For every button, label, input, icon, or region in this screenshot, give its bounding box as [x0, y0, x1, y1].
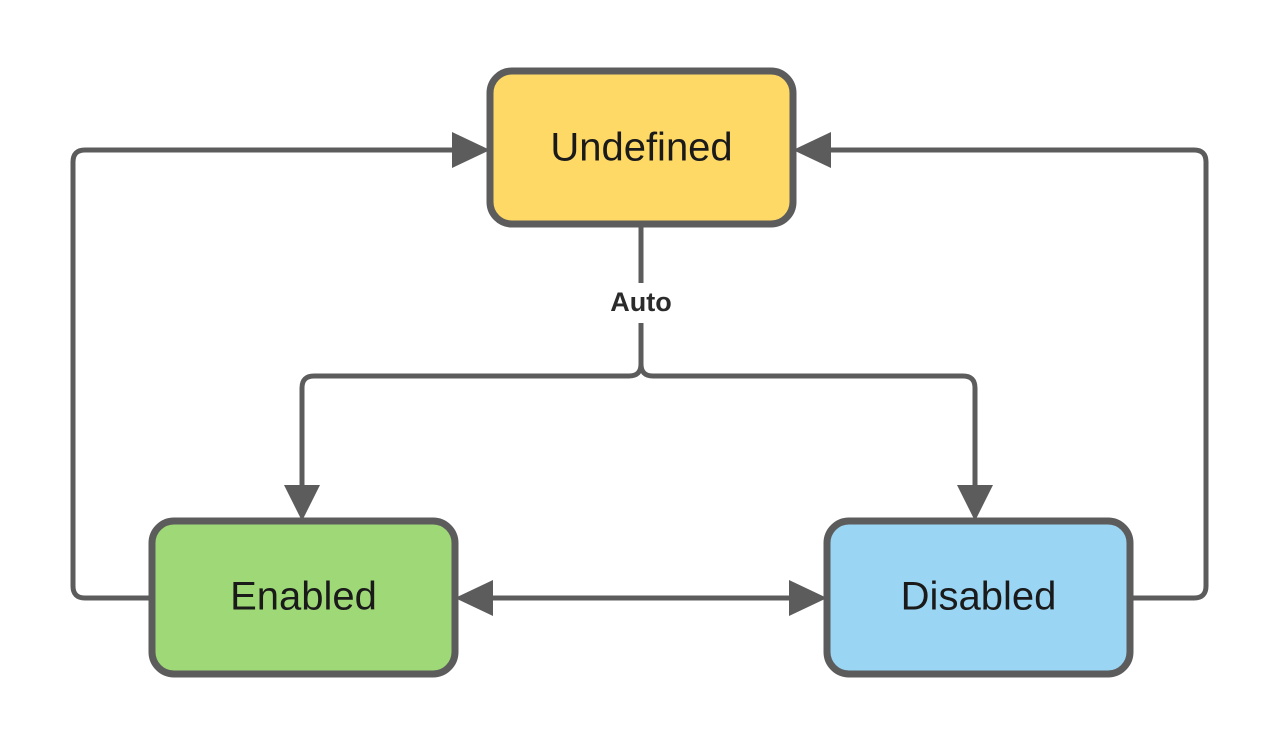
edge-enabled-to-undefined[interactable] — [70, 132, 490, 601]
edge-auto-branch-right-path — [638, 363, 978, 491]
arrowhead-into-undefined-right — [793, 132, 831, 168]
edge-disabled-to-undefined-path — [826, 147, 1209, 601]
node-enabled-shape — [148, 517, 459, 678]
arrowhead-into-disabled-top — [957, 485, 993, 521]
arrowhead-into-undefined-left — [452, 132, 490, 168]
arrowhead-into-disabled-left — [789, 580, 827, 616]
edge-disabled-to-undefined[interactable] — [793, 132, 1209, 601]
node-disabled[interactable]: Disabled — [823, 517, 1134, 678]
arrowhead-into-enabled-top — [284, 485, 320, 521]
edge-enabled-to-undefined-path — [70, 147, 457, 601]
edge-enabled-disabled-bidirectional[interactable] — [455, 580, 827, 616]
node-undefined-shape — [486, 67, 797, 228]
edge-undefined-auto-branch[interactable] — [284, 224, 993, 521]
node-disabled-shape — [823, 517, 1134, 678]
arrowhead-into-enabled-right — [455, 580, 493, 616]
edge-auto-trunk-path — [299, 224, 644, 491]
node-enabled[interactable]: Enabled — [148, 517, 459, 678]
edge-label-auto-background — [596, 283, 686, 323]
edge-label-auto: Auto — [596, 283, 686, 323]
node-undefined[interactable]: Undefined — [486, 67, 797, 228]
